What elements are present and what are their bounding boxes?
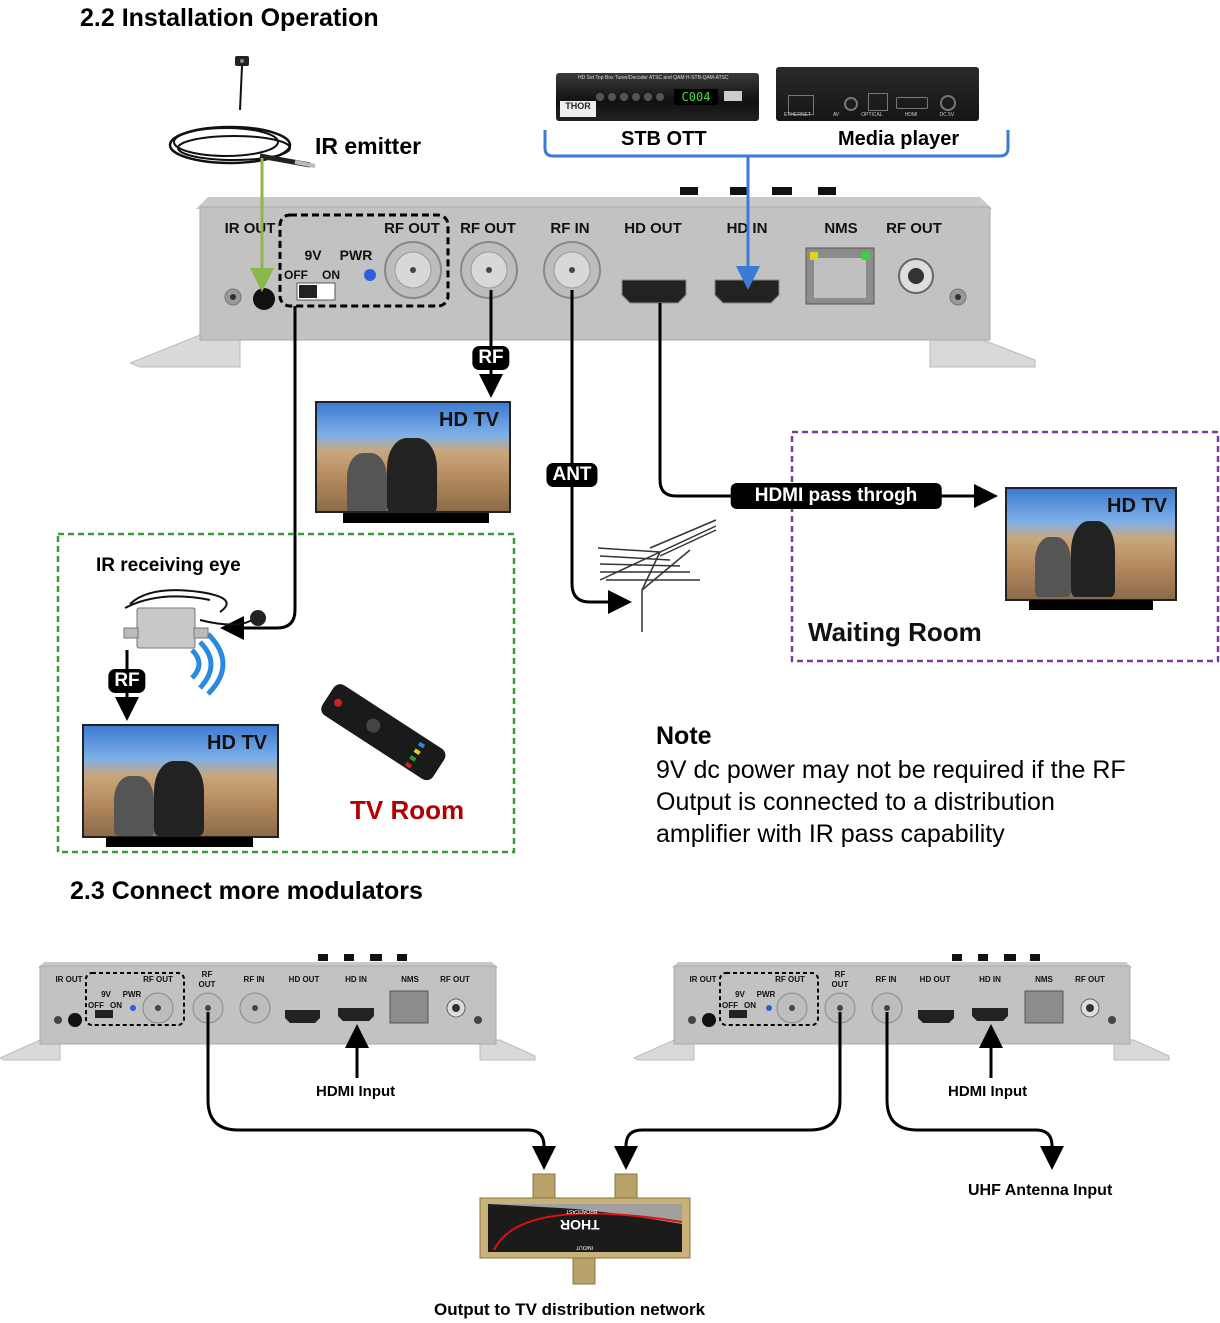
modulator-chassis: [128, 187, 1036, 368]
left-switch-on-label: ON: [110, 1001, 122, 1010]
right-port-label-out: OUT: [831, 980, 849, 989]
left-port-label-rf: RF: [201, 970, 213, 979]
ir-receiving-eye-label: IR receiving eye: [96, 555, 241, 576]
left-port-label-hd-in: HD IN: [345, 975, 367, 984]
right-port-label-rf-out-2: RF OUT: [1075, 975, 1105, 984]
hd-tv-waiting-room: HD TV: [1005, 487, 1177, 611]
note-line-1: 9V dc power may not be required if the R…: [656, 756, 1126, 784]
right-port-label-rf-in: RF IN: [875, 975, 897, 984]
ir-signal-waves-icon: [190, 632, 226, 696]
switch-on-label: ON: [322, 268, 340, 282]
left-hdmi-input-label: HDMI Input: [316, 1083, 396, 1100]
modulator-device-left: [0, 954, 536, 1061]
av-port-icon: [844, 97, 858, 111]
right-port-label-rf: RF: [834, 970, 846, 979]
tv-room-rf-tag: RF: [108, 669, 146, 693]
ir-emitter-label: IR emitter: [315, 133, 422, 159]
left-port-label-rf-out-2: RF OUT: [440, 975, 470, 984]
right-switch-on-label: ON: [744, 1001, 756, 1010]
ir-emitter-icon: [168, 56, 316, 168]
modulator-device-right: [632, 954, 1170, 1061]
splitter-brand: THOR: [560, 1217, 600, 1233]
right-port-label-rf-out-powered: RF OUT: [775, 975, 805, 984]
stb-brand: THOR: [560, 101, 596, 117]
waiting-room-title: Waiting Room: [808, 617, 982, 647]
dc-port-icon: [940, 95, 956, 111]
modulator-device-main: [128, 185, 1040, 370]
note-heading: Note: [656, 722, 712, 750]
switch-off-label: OFF: [284, 268, 308, 282]
port-label-rf-out: RF OUT: [460, 220, 516, 237]
left-pwr-label: PWR: [122, 990, 142, 999]
port-label-nms: NMS: [824, 220, 858, 237]
right-port-label-nms: NMS: [1035, 975, 1053, 984]
optical-port-icon: [868, 93, 888, 111]
stb-caption: HD Set Top Box Tuner/Decoder ATSC and QA…: [578, 75, 729, 81]
hdmi-port-icon: [896, 97, 928, 109]
tv-stand: [1029, 600, 1153, 610]
pwr-label: PWR: [339, 247, 373, 263]
ir-receiving-eye-device: [123, 589, 266, 649]
splitter-port-label: IN/OUT: [576, 1244, 593, 1250]
tv-stand: [343, 513, 489, 523]
port-label-rf-out-powered: RF OUT: [384, 220, 440, 237]
media-player-port-labels: ETHERNET AV OPTICAL HDMI DC 5V: [784, 112, 955, 118]
tv-screen: HD TV: [1005, 487, 1177, 601]
stb-buttons: [596, 93, 664, 101]
right-port-label-hd-in: HD IN: [979, 975, 1001, 984]
section-title-connect-more: 2.3 Connect more modulators: [70, 877, 423, 905]
left-port-label-out: OUT: [198, 980, 216, 989]
hd-tv-center: HD TV: [315, 401, 511, 523]
tv-screen: HD TV: [315, 401, 511, 513]
media-player-label: Media player: [838, 128, 960, 150]
power-9v-label: 9V: [304, 247, 322, 263]
left-port-label-ir-out: IR OUT: [55, 975, 83, 984]
left-port-label-rf-out-powered: RF OUT: [143, 975, 173, 984]
port-label-hd-out: HD OUT: [624, 220, 682, 237]
rf-tag: RF: [472, 346, 510, 370]
port-label-hd-in: HD IN: [726, 220, 768, 237]
hdmi-pass-through-tag: HDMI pass throgh: [730, 483, 942, 509]
note-line-2: Output is connected to a distribution: [656, 788, 1055, 816]
hd-tv-tv-room: HD TV: [82, 724, 279, 847]
left-switch-off-label: OFF: [88, 1001, 104, 1010]
splitter-sub: BROADCAST: [566, 1208, 598, 1214]
tv-screen: HD TV: [82, 724, 279, 838]
port-label-rf-out-2: RF OUT: [886, 220, 942, 237]
output-distribution-label: Output to TV distribution network: [434, 1300, 706, 1319]
ant-tag: ANT: [546, 463, 598, 487]
tv-label: HD TV: [1107, 495, 1167, 517]
remote-control-icon: [321, 684, 446, 781]
left-9v-label: 9V: [101, 990, 111, 999]
tv-label: HD TV: [207, 732, 267, 754]
stb-display: C004: [674, 89, 718, 105]
usb-port-icon: [724, 91, 742, 101]
tv-label: HD TV: [439, 409, 499, 431]
uhf-antenna-input-label: UHF Antenna Input: [968, 1182, 1113, 1199]
ethernet-port-icon: [788, 95, 814, 115]
antenna-icon: [597, 519, 717, 632]
right-switch-off-label: OFF: [722, 1001, 738, 1010]
ir-emitter-image: [160, 50, 320, 170]
right-hdmi-input-label: HDMI Input: [948, 1083, 1028, 1100]
tv-stand: [106, 837, 253, 847]
left-port-label-rf-in: RF IN: [243, 975, 265, 984]
right-rf-out-line: [614, 1012, 842, 1170]
stb-ott-device: HD Set Top Box Tuner/Decoder ATSC and QA…: [556, 73, 759, 121]
right-9v-label: 9V: [735, 990, 745, 999]
stb-ott-label: STB OTT: [621, 128, 707, 150]
media-player-device: ETHERNET AV OPTICAL HDMI DC 5V: [776, 67, 979, 121]
section-title-installation: 2.2 Installation Operation: [80, 4, 379, 32]
left-port-label-nms: NMS: [401, 975, 419, 984]
note-line-3: amplifier with IR pass capability: [656, 820, 1005, 848]
port-label-rf-in: RF IN: [550, 220, 590, 237]
left-port-label-hd-out: HD OUT: [288, 975, 320, 984]
right-pwr-label: PWR: [756, 990, 776, 999]
right-port-label-ir-out: IR OUT: [689, 975, 717, 984]
tv-room-title: TV Room: [350, 795, 465, 825]
right-port-label-hd-out: HD OUT: [919, 975, 951, 984]
port-label-ir-out: IR OUT: [224, 220, 276, 237]
